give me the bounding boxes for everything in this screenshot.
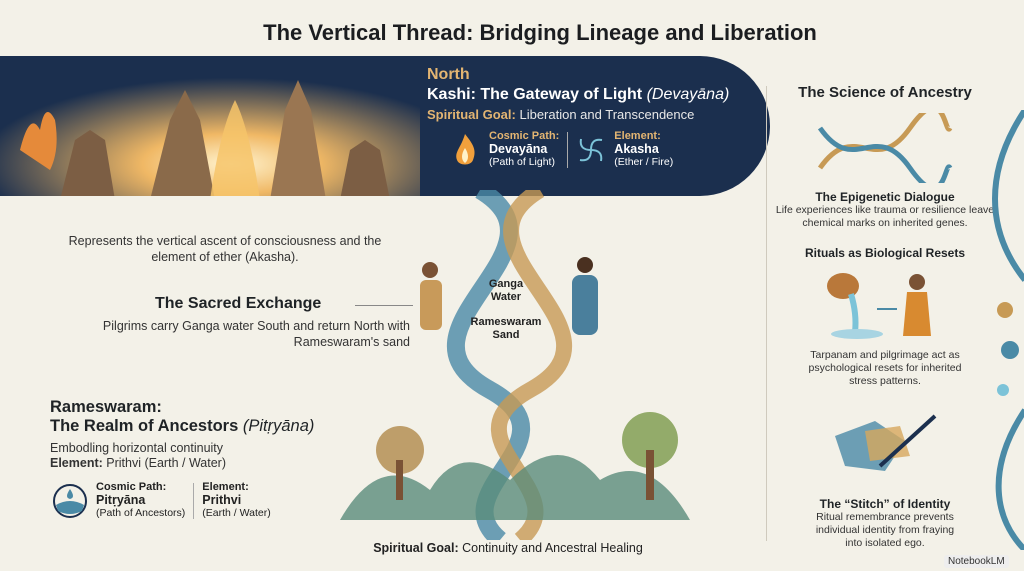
divider [193,482,195,519]
sacred-exchange-title: The Sacred Exchange [155,295,322,312]
cosmic-path-value: Pitṛyāna [96,493,146,507]
north-info: North Kashi: The Gateway of Light (Devay… [427,66,729,169]
cosmic-path-sub: (Path of Light) [489,156,555,168]
cosmic-path-sub: (Path of Ancestors) [96,507,186,519]
notebooklm-badge: NotebookLM [944,555,1009,568]
desc-text: Embodling horizontal continuity [50,441,224,455]
element-label: Element: [50,456,103,470]
rituals-text: Tarpanam and pilgrimage act as psycholog… [808,349,962,387]
goal-value: Liberation and Transcendence [519,107,695,122]
rameswaram-info: Rameswaram: The Realm of Ancestors (Pitṛ… [50,398,314,471]
epigenetic-text: Life experiences like trauma or resilien… [775,204,995,229]
science-column: The Science of Ancestry The Epigenetic D… [770,84,1000,550]
water-earth-icon [53,483,87,518]
goal-value: Continuity and Ancestral Healing [462,541,643,555]
element-value: Akasha [614,142,659,156]
rituals-title: Rituals as Biological Resets [804,246,966,260]
ganga-water-label: Ganga Water [488,278,524,303]
flame-icon [456,133,475,164]
element-value: Prithvi (Earth / Water) [106,456,226,470]
kashi-title: Kashi: The Gateway of Light (Devayāna) [427,86,729,104]
rameswaram-title-text: The Realm of Ancestors [50,417,239,435]
cosmic-path-value: Devayāna [489,142,548,156]
north-label: North [427,66,470,83]
pot-pouring-monk-icon [827,273,931,339]
ether-swirl-icon [580,138,603,161]
north-panel [0,56,770,196]
rameswaram-icons: Cosmic Path:Pitṛyāna(Path of Ancestors) … [52,481,271,520]
goal-label: Spiritual Goal: [427,107,516,122]
ascent-description: Represents the vertical ascent of consci… [68,234,382,264]
rameswaram-sand-label: Rameswaram Sand [470,316,542,341]
double-helix-pilgrims-illustration [340,190,690,540]
rameswaram-title-1: Rameswaram: [50,398,162,416]
goal-label: Spiritual Goal: [373,541,459,555]
north-goal: Spiritual Goal: Liberation and Transcend… [427,107,729,122]
stitch-fabric-needle-icon [835,414,937,471]
divider [567,131,569,168]
callout-line [355,305,413,306]
element-north: Element:Akasha(Ether / Fire) [614,130,673,169]
sacred-exchange-text: Pilgrims carry Ganga water South and ret… [102,319,410,349]
rameswaram-title-italic: (Pitṛyāna) [242,417,315,435]
column-divider [766,86,767,541]
element-label: Element: [614,130,661,142]
dna-icon [817,105,953,191]
kashi-title-text: Kashi: The Gateway of Light [427,86,643,103]
cosmic-path-label: Cosmic Path: [489,130,560,142]
kashi-title-italic: (Devayāna) [646,86,730,103]
stitch-text: Ritual remembrance prevents individual i… [815,511,955,549]
element-label: Element: [202,481,249,493]
dna-decoration [992,110,1024,550]
epigenetic-title: The Epigenetic Dialogue [815,190,955,204]
element-sub: (Ether / Fire) [614,156,674,168]
element-south: Element:Prithvi(Earth / Water) [202,481,270,520]
bottom-goal: Spiritual Goal: Continuity and Ancestral… [300,541,716,555]
page-title: The Vertical Thread: Bridging Lineage an… [263,20,817,45]
cosmic-path-label: Cosmic Path: [96,481,167,493]
element-value: Prithvi [202,493,242,507]
stitch-title: The “Stitch” of Identity [819,497,951,511]
cosmic-path-north: Cosmic Path:Devayāna(Path of Light) [489,130,559,169]
rameswaram-title-2: The Realm of Ancestors (Pitṛyāna) [50,417,314,436]
element-sub: (Earth / Water) [202,507,271,519]
kashi-temple-illustration [0,56,420,196]
science-title: The Science of Ancestry [798,84,972,101]
cosmic-path-south: Cosmic Path:Pitṛyāna(Path of Ancestors) [96,481,185,520]
